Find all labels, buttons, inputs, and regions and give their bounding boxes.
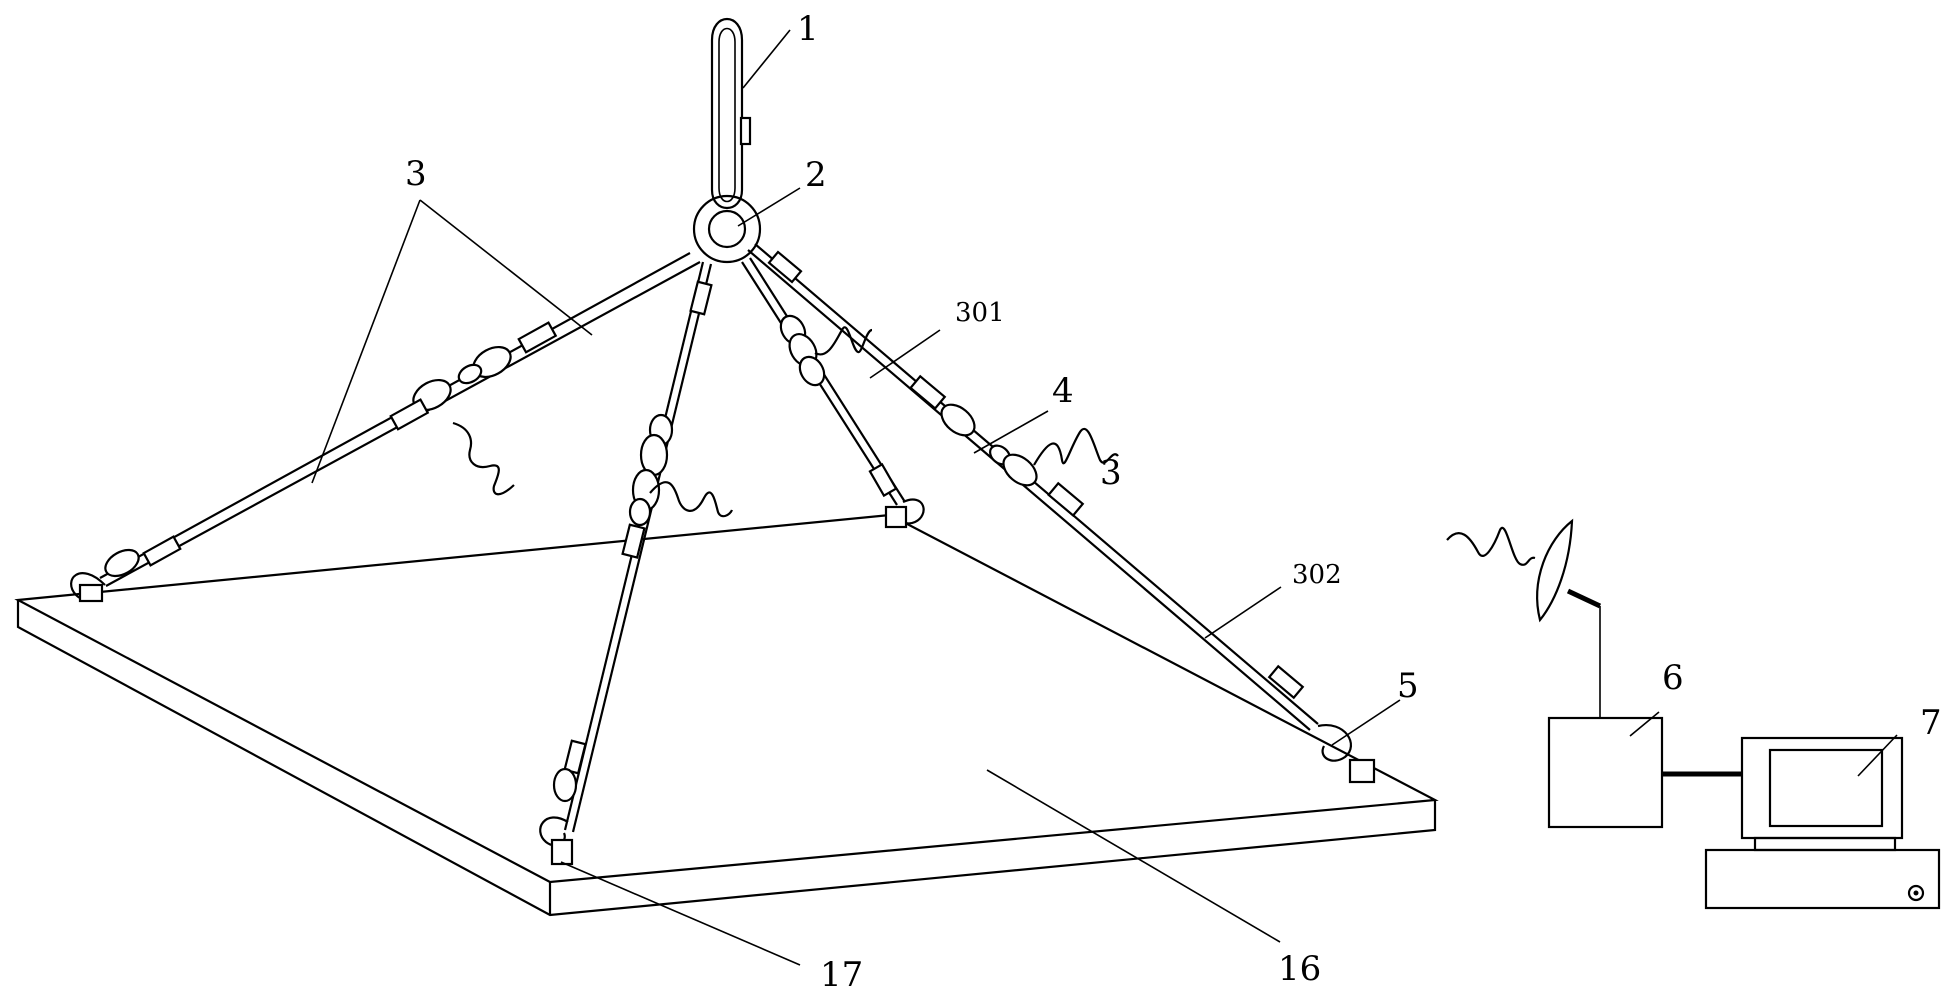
label-6: 6 [1662, 658, 1684, 698]
computer [1704, 736, 1941, 910]
label-17: 17 [820, 955, 863, 995]
label-5: 5 [1397, 666, 1419, 706]
receiver-box [1547, 716, 1664, 829]
leader-lines [311, 29, 1898, 966]
top-link-shackle [710, 17, 752, 209]
label-3-right: 3 [1100, 453, 1122, 493]
sling-legs [99, 243, 1319, 833]
sling-fittings [104, 250, 1305, 803]
label-7: 7 [1920, 703, 1942, 743]
label-302: 302 [1292, 560, 1342, 590]
satellite-dish-antenna [1536, 518, 1602, 718]
label-2: 2 [805, 155, 827, 195]
corner-hooks [70, 498, 1376, 866]
label-301: 301 [955, 298, 1005, 328]
wireless-signals [452, 326, 1536, 566]
label-3-left: 3 [405, 154, 427, 194]
label-4: 4 [1052, 371, 1074, 411]
master-ring [692, 194, 762, 264]
label-16: 16 [1278, 949, 1321, 989]
plate [14, 513, 1439, 917]
reference-labels: 1 2 3 301 4 3 302 5 6 7 16 17 [405, 9, 1942, 995]
label-1: 1 [797, 9, 819, 49]
